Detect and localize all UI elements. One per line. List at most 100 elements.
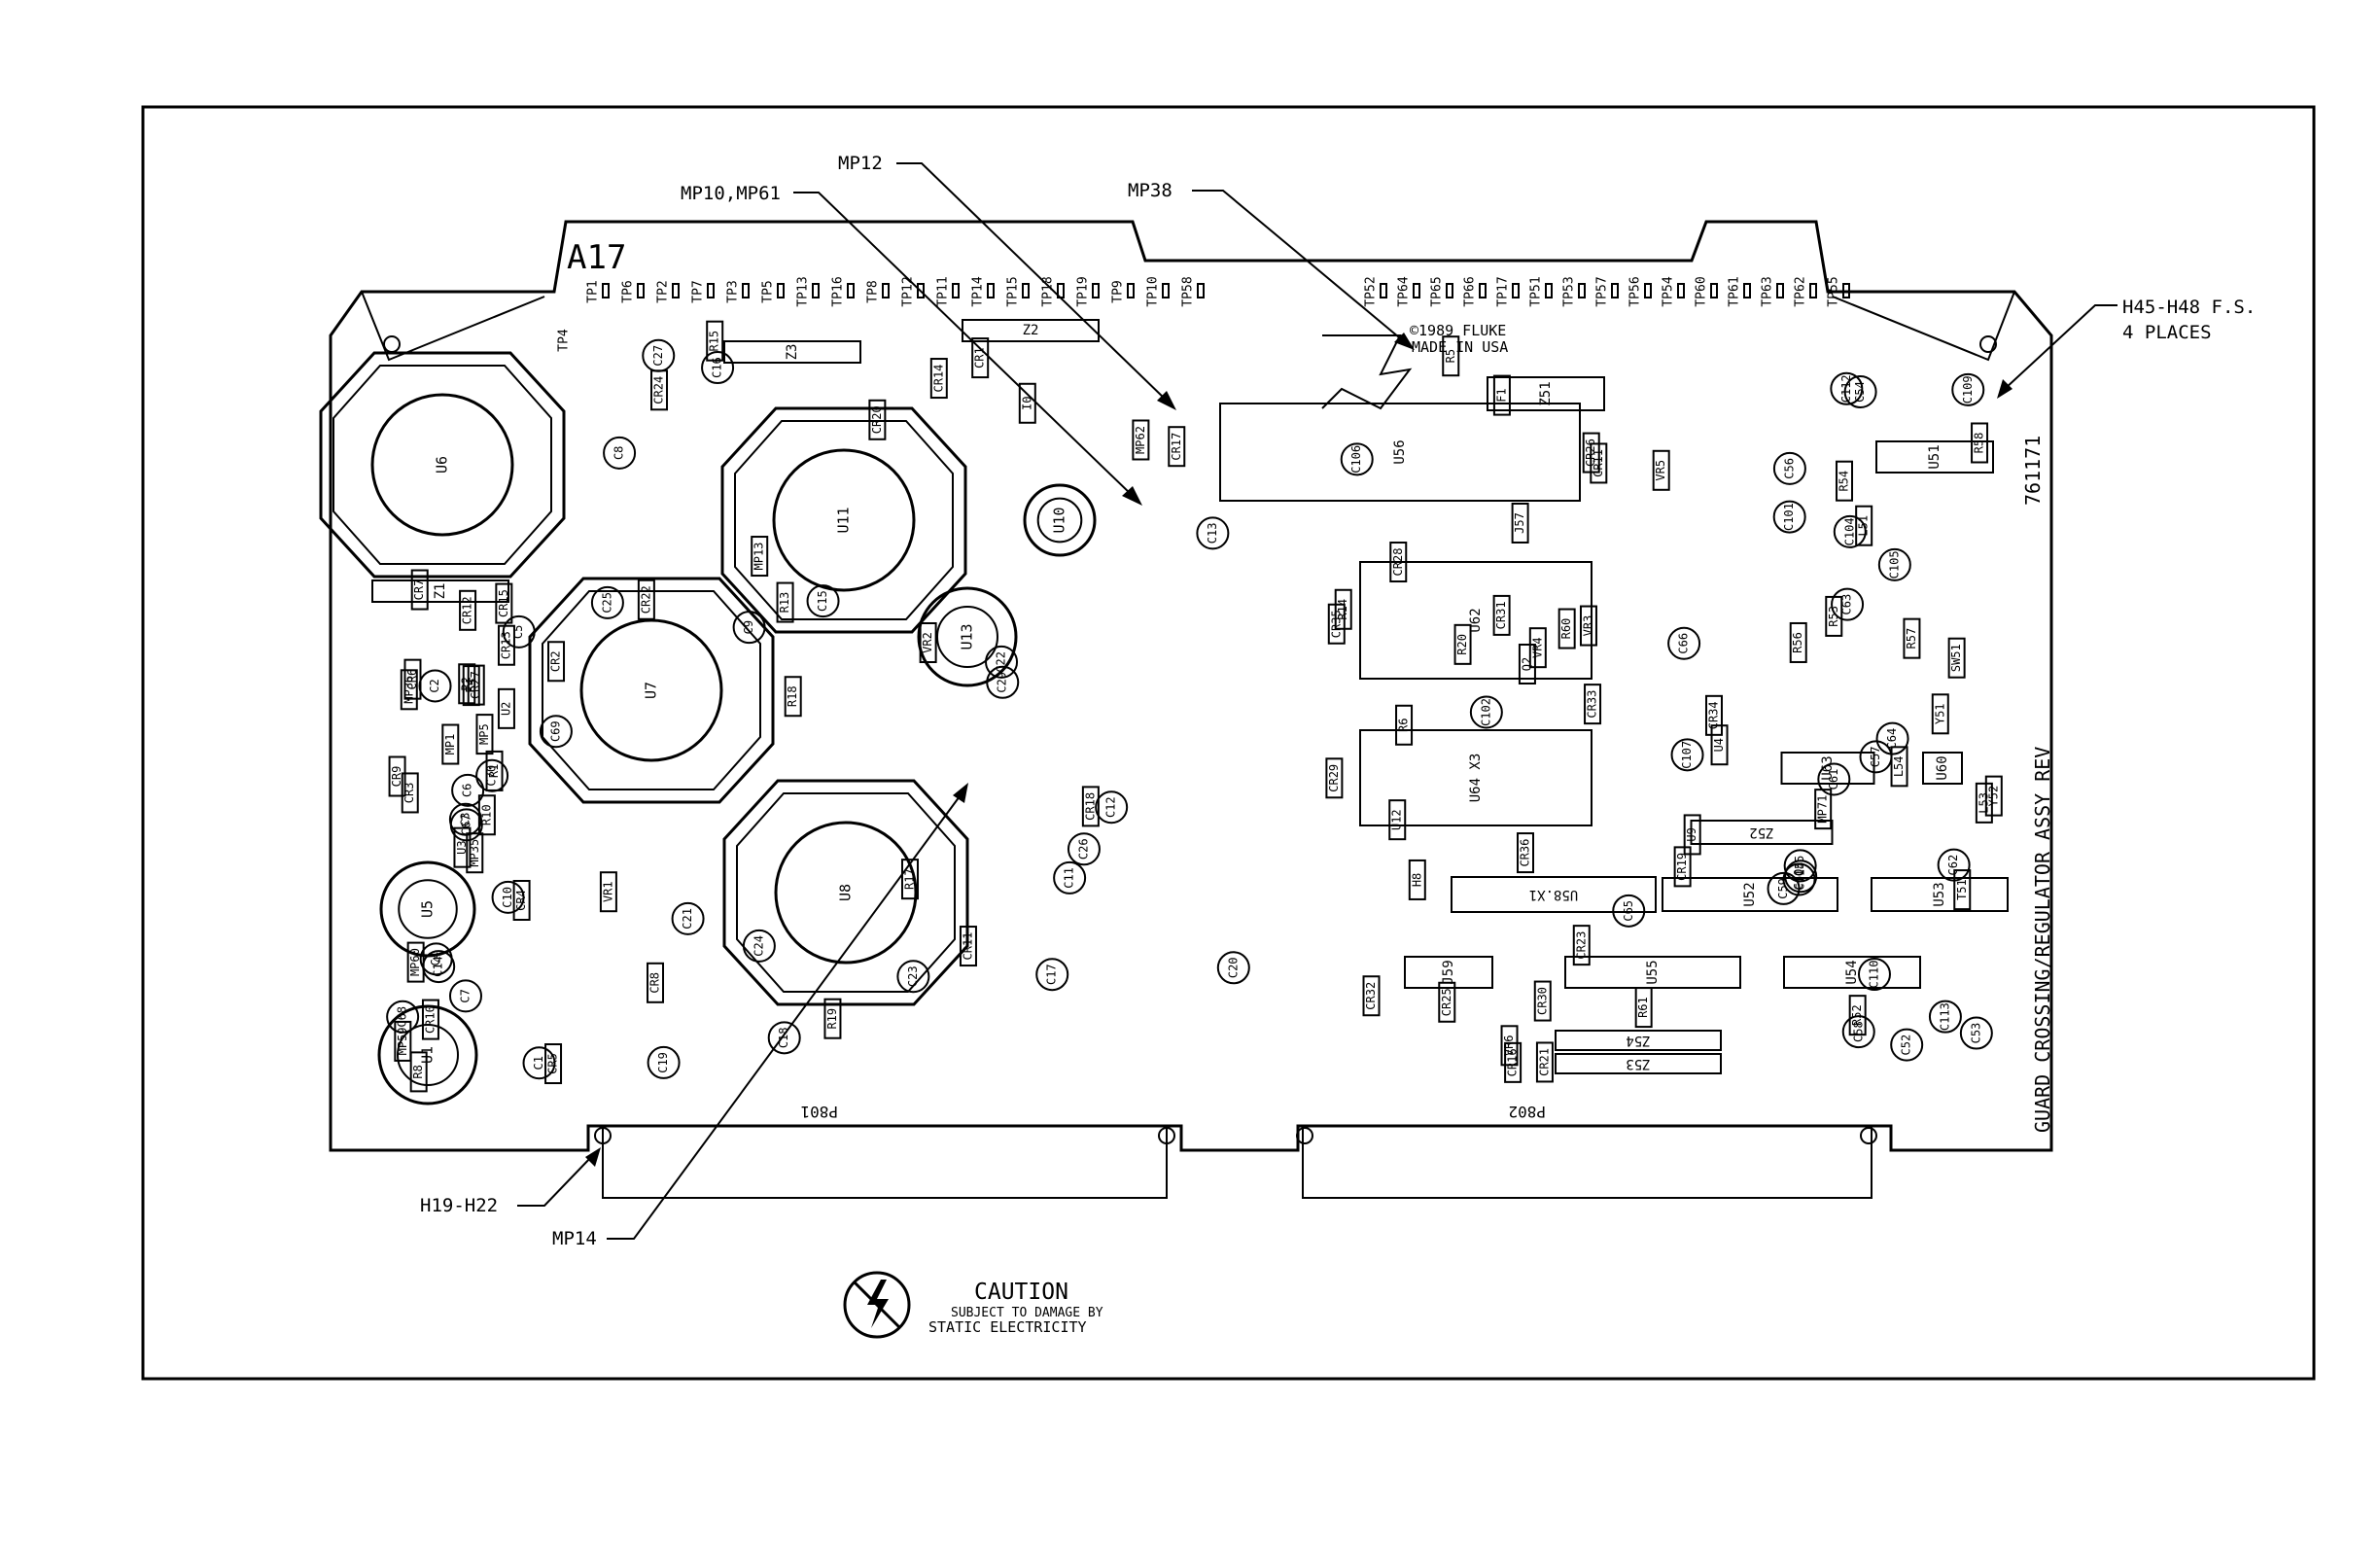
svg-text:C61: C61 <box>1827 769 1840 790</box>
svg-text:CR9: CR9 <box>390 766 403 788</box>
mounting-hole-h20 <box>1158 1127 1175 1144</box>
component-c12: C12 <box>1095 790 1129 825</box>
test-point-tp17: TP17 <box>1496 276 1520 307</box>
component-mp62: MP62 <box>1132 419 1150 461</box>
svg-text:U58.X1: U58.X1 <box>1529 887 1579 902</box>
test-point-tp18: TP18 <box>1041 276 1065 307</box>
component-r19: R19 <box>823 998 842 1039</box>
svg-text:C113: C113 <box>1938 1002 1951 1031</box>
component-r18: R18 <box>784 676 802 718</box>
component-vr2: VR2 <box>919 621 937 663</box>
component-c58: C58 <box>1841 1015 1875 1049</box>
svg-text:U4: U4 <box>1712 738 1726 752</box>
svg-text:VR4: VR4 <box>1530 637 1544 658</box>
component-c4: C4 <box>419 942 453 976</box>
svg-text:TP5: TP5 <box>761 280 776 302</box>
component-cr29: CR29 <box>1325 757 1344 799</box>
svg-text:TP53: TP53 <box>1562 276 1577 306</box>
ic-z54: Z54 <box>1555 1030 1722 1051</box>
svg-text:TP13: TP13 <box>796 276 811 306</box>
svg-text:U52: U52 <box>1742 882 1758 906</box>
component-c24: C24 <box>742 929 776 963</box>
svg-text:C29: C29 <box>996 672 1009 693</box>
silkscreen-notch <box>1321 334 1413 410</box>
svg-text:C2: C2 <box>428 679 441 692</box>
component-c23: C23 <box>896 960 930 994</box>
p801-edge <box>602 1126 1168 1199</box>
svg-text:CR31: CR31 <box>1494 601 1508 629</box>
test-point-tp11: TP11 <box>936 276 960 307</box>
regulator-u7: U7 <box>528 577 775 804</box>
svg-text:C56: C56 <box>1782 458 1796 479</box>
component-c16: C16 <box>701 351 735 385</box>
svg-text:TP17: TP17 <box>1496 276 1511 306</box>
svg-text:VR5: VR5 <box>1654 460 1667 481</box>
svg-text:U56: U56 <box>1392 439 1408 464</box>
component-r57: R57 <box>1903 617 1921 659</box>
svg-text:CR25: CR25 <box>1440 988 1453 1016</box>
svg-text:R17: R17 <box>902 868 916 890</box>
test-point-tp15: TP15 <box>1006 276 1030 307</box>
p802-edge <box>1302 1126 1872 1199</box>
component-cr19: CR19 <box>1673 846 1692 888</box>
mounting-hole-h21 <box>1296 1127 1313 1144</box>
component-l53: L53 <box>1975 782 1993 824</box>
test-point-tp9: TP9 <box>1111 280 1135 303</box>
svg-text:R8: R8 <box>411 1065 425 1078</box>
svg-text:C110: C110 <box>1867 961 1880 989</box>
round-part-u13: U13 <box>917 586 1018 687</box>
svg-text:TP3: TP3 <box>726 280 741 302</box>
svg-text:R58: R58 <box>1973 433 1986 454</box>
svg-text:TP6: TP6 <box>621 280 636 302</box>
component-r61: R61 <box>1634 987 1653 1029</box>
test-point-tp56: TP56 <box>1628 276 1652 307</box>
ic-z2: Z2 <box>962 319 1100 342</box>
svg-text:TP57: TP57 <box>1595 276 1610 306</box>
svg-text:C105: C105 <box>1887 550 1901 579</box>
component-cr5: CR5 <box>544 1043 563 1085</box>
svg-text:C27: C27 <box>651 345 665 367</box>
component-cr13: CR13 <box>497 624 515 666</box>
svg-text:MP71: MP71 <box>1816 795 1830 824</box>
svg-text:Y51: Y51 <box>1933 703 1946 724</box>
component-cr34: CR34 <box>1704 694 1723 736</box>
ic-j59: J59 <box>1404 956 1493 989</box>
svg-text:C21: C21 <box>681 908 694 930</box>
svg-text:MP62: MP62 <box>1134 426 1147 454</box>
component-c104: C104 <box>1833 514 1867 548</box>
svg-text:H19-H22: H19-H22 <box>420 1195 498 1216</box>
svg-text:J57: J57 <box>1513 512 1526 534</box>
svg-text:C22: C22 <box>995 651 1008 673</box>
svg-text:C64: C64 <box>1885 728 1899 750</box>
component-cr30: CR30 <box>1533 980 1552 1022</box>
svg-text:Y52: Y52 <box>1986 786 2000 807</box>
svg-text:CR23: CR23 <box>1574 931 1588 960</box>
svg-text:TP12: TP12 <box>901 276 916 306</box>
svg-text:TP65: TP65 <box>1430 276 1445 306</box>
svg-text:TP54: TP54 <box>1662 276 1676 306</box>
component-y52: Y52 <box>1984 775 2003 817</box>
component-c13: C13 <box>1196 516 1230 550</box>
part-number: 761171 <box>2021 436 2045 506</box>
ic-z3: Z3 <box>723 340 861 364</box>
component-c21: C21 <box>671 901 705 935</box>
svg-text:TP63: TP63 <box>1761 276 1775 306</box>
component-cr10: CR10 <box>421 999 439 1040</box>
test-point-tp13: TP13 <box>796 276 820 307</box>
svg-text:CR32: CR32 <box>1364 982 1378 1010</box>
component-r52: R52 <box>1848 995 1867 1036</box>
svg-text:R56: R56 <box>1791 632 1804 653</box>
svg-text:C9: C9 <box>742 620 755 634</box>
svg-text:CR3: CR3 <box>402 783 416 804</box>
component-cr24: CR24 <box>650 369 669 411</box>
component-cr3: CR3 <box>401 772 419 814</box>
svg-text:R1: R1 <box>487 764 501 778</box>
callout-h45-h48: H45-H48 F.S. 4 PLACES <box>1997 297 2256 399</box>
component-c105: C105 <box>1877 547 1911 581</box>
component-u4: U4 <box>1710 724 1729 766</box>
svg-text:C55: C55 <box>1793 856 1806 877</box>
component-y51: Y51 <box>1931 693 1949 735</box>
svg-text:R57: R57 <box>1905 628 1918 649</box>
